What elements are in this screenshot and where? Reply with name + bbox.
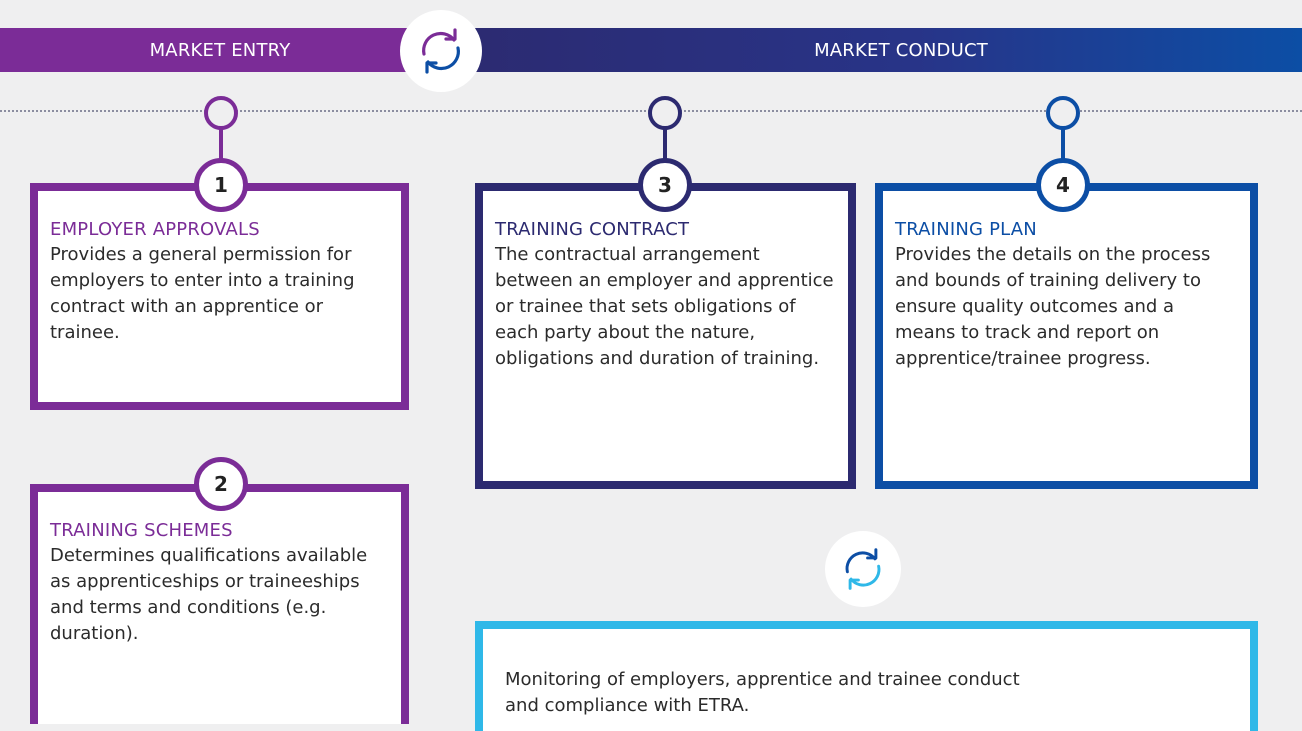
refresh-cycle-icon xyxy=(400,10,482,92)
training-plan-body: Provides the details on the process and … xyxy=(895,244,1211,369)
monitoring-cycle-icon xyxy=(825,531,901,607)
market-conduct-label: MARKET CONDUCT xyxy=(814,39,988,61)
step-number-3: 3 xyxy=(638,158,692,212)
connector-3 xyxy=(663,128,667,160)
market-entry-banner: MARKET ENTRY xyxy=(0,28,440,72)
training-schemes-card: TRAINING SCHEMES Determines qualificatio… xyxy=(30,484,409,724)
monitoring-body: Monitoring of employers, apprentice and … xyxy=(505,669,1020,716)
training-contract-card: TRAINING CONTRACT The contractual arrang… xyxy=(475,183,856,489)
employer-approvals-card: EMPLOYER APPROVALS Provides a general pe… xyxy=(30,183,409,410)
employer-approvals-title: EMPLOYER APPROVALS xyxy=(50,219,260,240)
step-number-1: 1 xyxy=(194,158,248,212)
step-number-4: 4 xyxy=(1036,158,1090,212)
training-contract-title: TRAINING CONTRACT xyxy=(495,219,690,240)
connector-4 xyxy=(1061,128,1065,160)
monitoring-card: Monitoring of employers, apprentice and … xyxy=(475,621,1258,731)
training-contract-body: The contractual arrangement between an e… xyxy=(495,244,834,369)
training-schemes-title: TRAINING SCHEMES xyxy=(50,520,233,541)
step-number-2: 2 xyxy=(194,457,248,511)
timeline-marker-1 xyxy=(204,96,238,130)
training-plan-title: TRAINING PLAN xyxy=(895,219,1037,240)
training-schemes-body: Determines qualifications available as a… xyxy=(50,545,368,644)
market-conduct-banner: MARKET CONDUCT xyxy=(440,28,1302,72)
market-entry-label: MARKET ENTRY xyxy=(149,39,291,61)
timeline-marker-3 xyxy=(648,96,682,130)
training-plan-card: TRAINING PLAN Provides the details on th… xyxy=(875,183,1258,489)
connector-1 xyxy=(219,128,223,160)
timeline-marker-4 xyxy=(1046,96,1080,130)
employer-approvals-body: Provides a general permission for employ… xyxy=(50,244,355,343)
